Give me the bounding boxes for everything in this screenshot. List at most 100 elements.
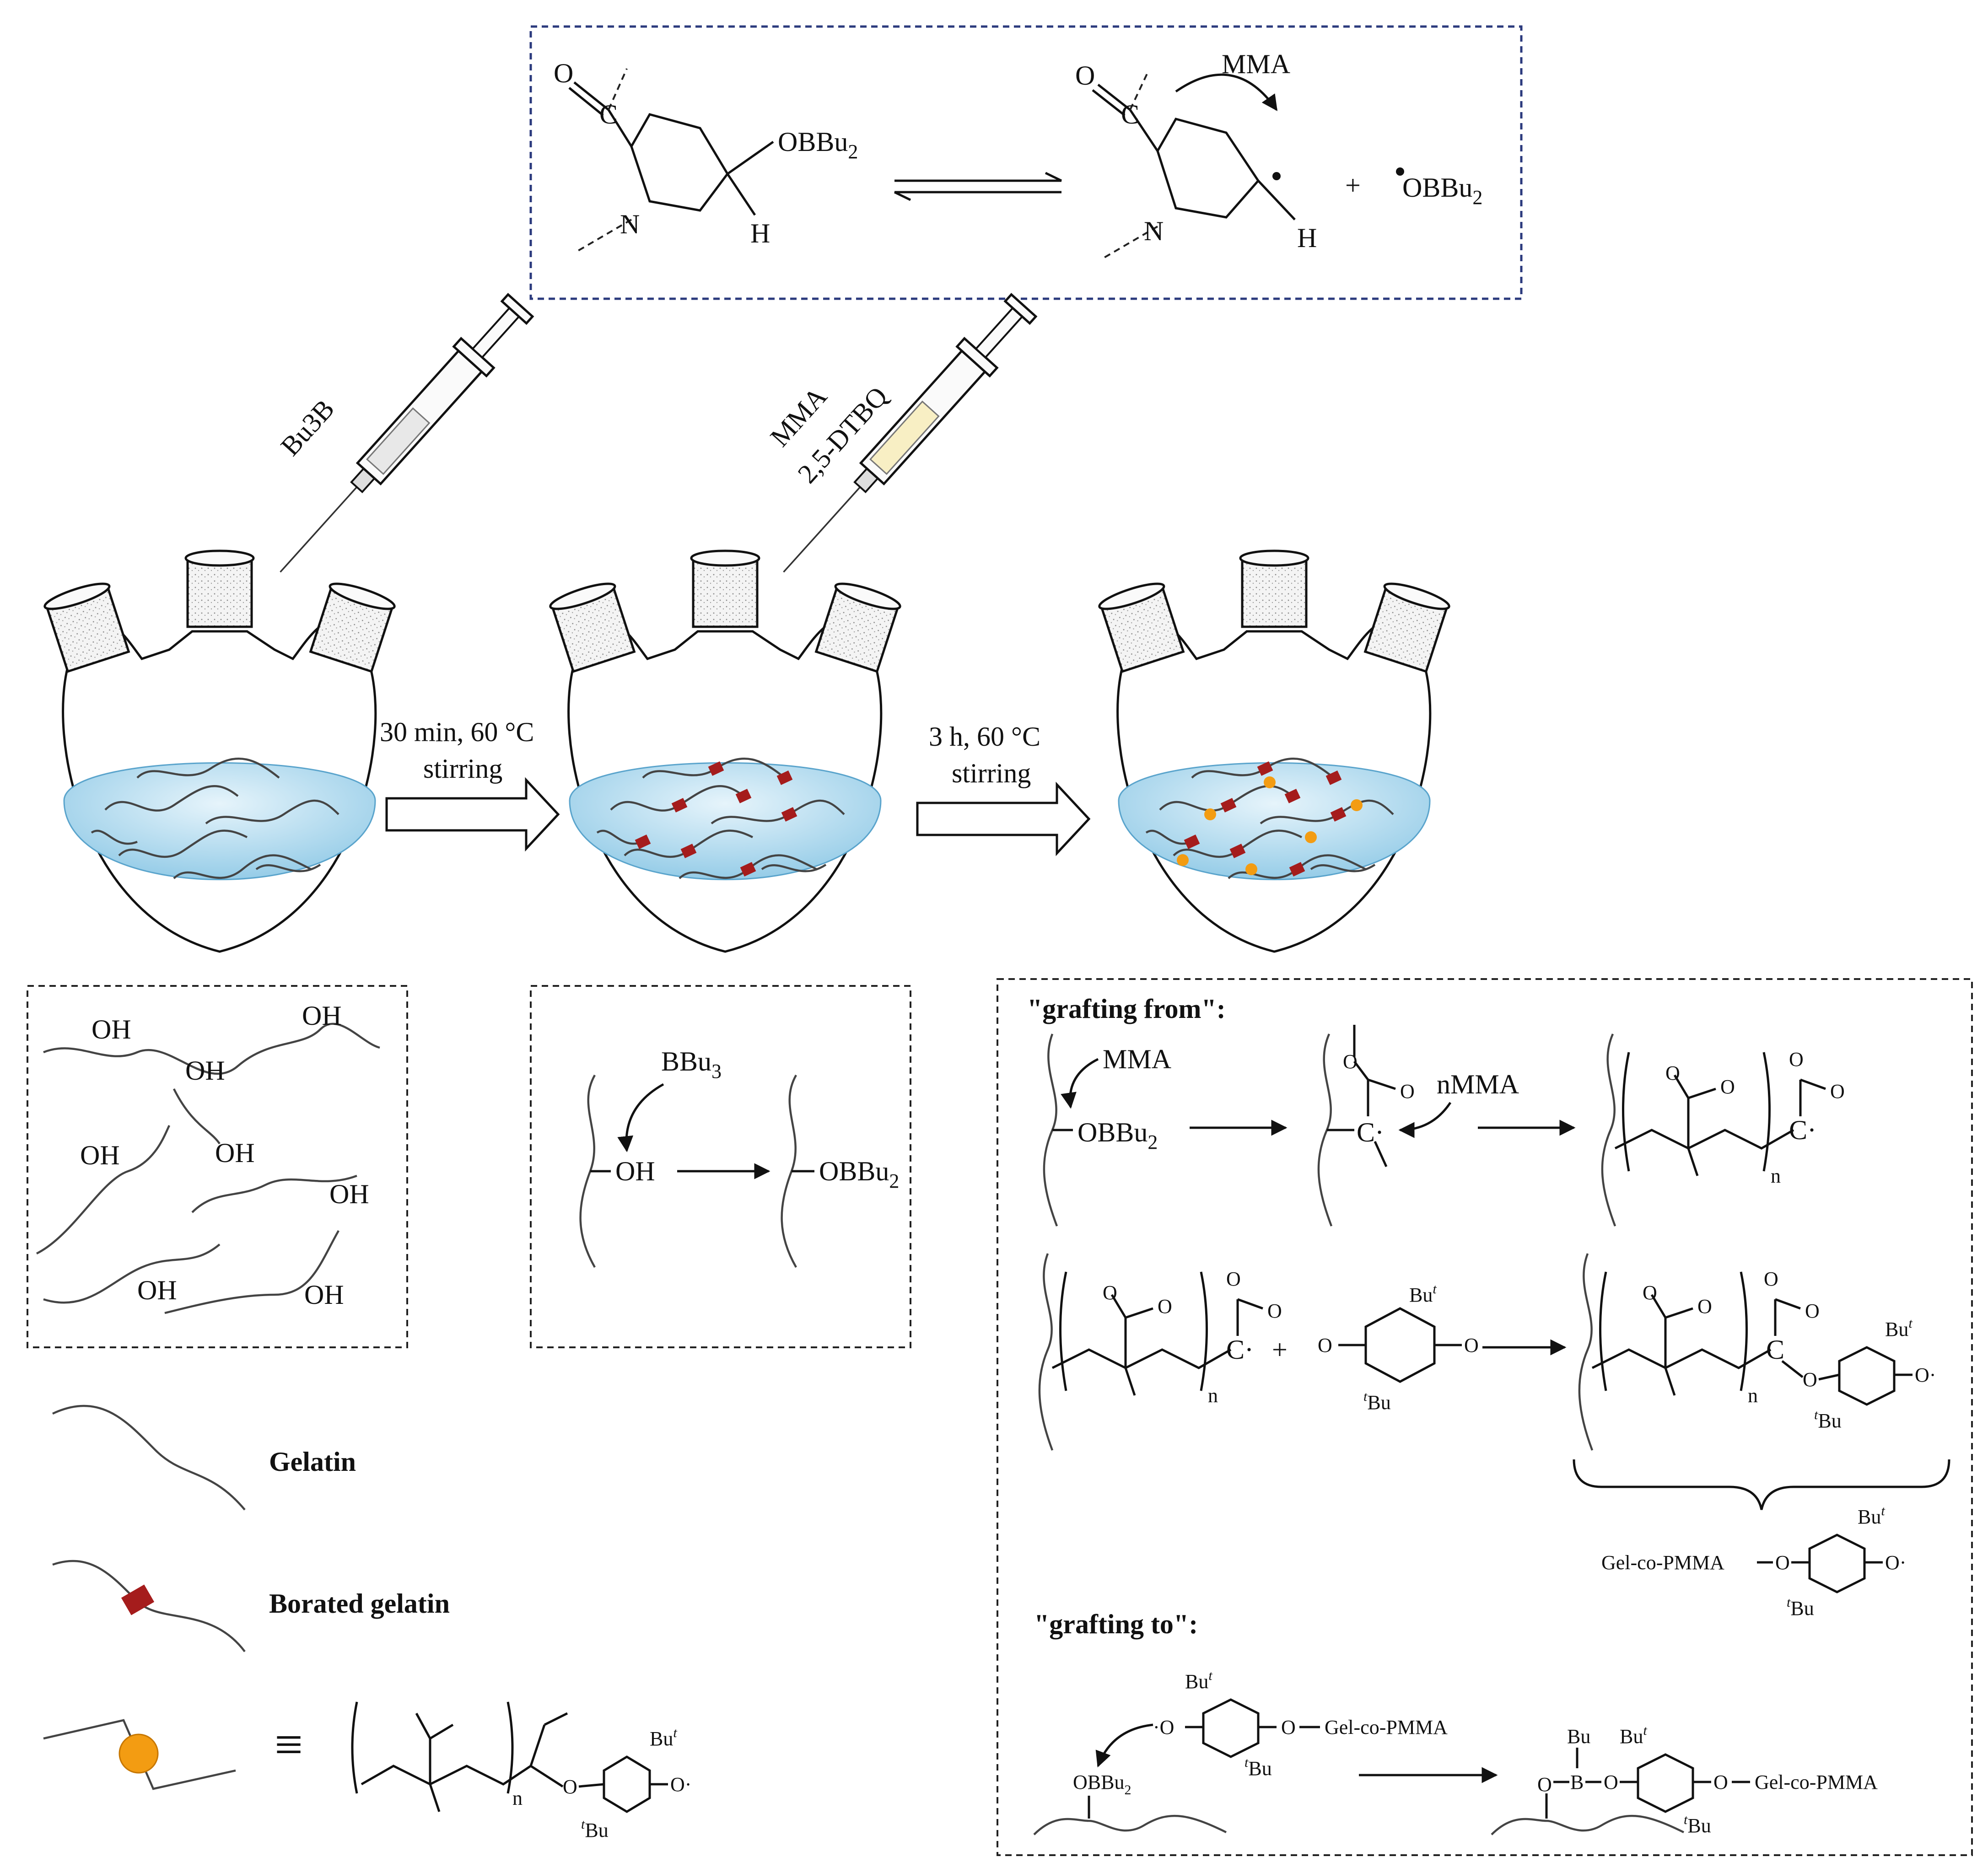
borate-marker [1229, 844, 1246, 858]
gelatin-chain [91, 829, 138, 845]
dtbq-ring [1364, 1307, 1436, 1383]
bond [544, 1712, 568, 1726]
bond [1664, 1367, 1676, 1396]
bond [1775, 1298, 1801, 1310]
plunger-cap [1003, 293, 1038, 325]
boration-box: OH BBu3 OBBu2 [530, 985, 911, 1348]
mechanism-frame [529, 25, 1523, 300]
bond [1818, 1373, 1840, 1381]
oh-label: OH [302, 1001, 342, 1031]
c-radical-label: C· [1357, 1117, 1384, 1147]
bond [1368, 1078, 1396, 1090]
step1-stirring: stirring [423, 754, 502, 784]
ground-joint [184, 549, 255, 628]
t-bu-label: tBu [1787, 1595, 1814, 1620]
borated-legend-line [52, 1560, 246, 1652]
bu3b-label: Bu3B [275, 393, 340, 461]
o-label: O [1464, 1334, 1479, 1356]
equivalence-sign: ≡ [275, 1717, 303, 1772]
syringe-bu3b [280, 293, 534, 573]
ground-joint [814, 582, 901, 673]
c-label: C [599, 99, 618, 129]
o-label: O [1803, 1368, 1817, 1391]
bond [530, 1765, 564, 1788]
attack-arrow [617, 1083, 664, 1152]
chain [164, 1230, 339, 1314]
gelatin-chain [1310, 864, 1376, 872]
gelatin-chain [104, 785, 239, 812]
plus-sign: + [1345, 170, 1361, 200]
boration-frame [530, 985, 911, 1348]
plus-sign: + [1272, 1335, 1288, 1365]
o-label: O [1158, 1295, 1172, 1318]
o-label: O [1789, 1048, 1804, 1071]
backbone [361, 1765, 532, 1786]
ground-joint [43, 582, 130, 673]
gel-co-pmma-label: Gel-co-PMMA [1755, 1771, 1878, 1793]
quinone-marker [1245, 863, 1257, 875]
quinone-ring [603, 1755, 651, 1813]
liquid [569, 762, 882, 880]
h-label: H [750, 218, 770, 248]
c-label: C [1766, 1335, 1784, 1365]
joint-rim [1383, 582, 1450, 610]
oh-label: OH [185, 1055, 225, 1086]
liquid [869, 400, 940, 475]
n-subscript: n [1748, 1384, 1758, 1407]
gelatin-box: OH OH OH OH OH OH OH OH [27, 985, 408, 1348]
h-label: H [1297, 223, 1317, 253]
bbu3-label: BBu3 [661, 1046, 722, 1082]
grafted-marker [119, 1733, 159, 1774]
bond [1097, 84, 1131, 111]
ground-joint [1098, 582, 1185, 673]
o-label: O [563, 1776, 577, 1798]
bond [727, 140, 774, 175]
bu-t-label: But [1185, 1668, 1212, 1693]
bond [568, 87, 604, 116]
bond [1781, 1360, 1804, 1378]
borate-marker [781, 807, 797, 822]
quinone-marker [1264, 776, 1276, 788]
borate-marker [776, 770, 793, 785]
oh-label: OH [304, 1280, 344, 1310]
b-label: B [1570, 1771, 1584, 1793]
left-pyrrolidine: O C N OBBu2 H [554, 58, 858, 253]
brace [1573, 1459, 1950, 1510]
bond [1665, 1307, 1693, 1319]
chain [43, 1023, 380, 1075]
bond [429, 1723, 454, 1740]
grafting-frame [997, 978, 1973, 1856]
gelatin-chain [173, 854, 312, 879]
o-label: O [1226, 1268, 1241, 1290]
gelatin-chain [136, 758, 280, 779]
o-label: O [1805, 1300, 1820, 1322]
bond [529, 1724, 546, 1766]
o-label: O [1267, 1300, 1282, 1322]
joint-body [186, 557, 253, 628]
oh-label: OH [615, 1156, 655, 1186]
bond [415, 1712, 431, 1739]
borate-marker [635, 834, 651, 849]
ground-joint [309, 582, 396, 673]
gelatin-frame [27, 985, 408, 1348]
needle [280, 486, 358, 573]
mma-label: MMA [1222, 49, 1290, 79]
block-arrow [916, 781, 1091, 856]
borate-marker [708, 761, 724, 776]
o-label: O [1697, 1295, 1712, 1318]
oh-label: OH [215, 1138, 255, 1168]
obbu2-label: OBBu2 [819, 1156, 899, 1192]
bracket [1599, 1271, 1607, 1391]
reverse-arrow-head [894, 191, 911, 201]
joint-rim [1239, 549, 1309, 567]
joint-rim [43, 582, 111, 610]
chain [1038, 1253, 1054, 1451]
borate-marker [1325, 770, 1342, 785]
step2-stirring: stirring [952, 758, 1031, 788]
n-label: N [1144, 216, 1164, 246]
bond [1125, 1307, 1153, 1319]
gelatin-chain [761, 864, 827, 872]
t-bu-label: tBu [581, 1817, 609, 1841]
o-label: O [1713, 1771, 1728, 1793]
bond [1237, 1298, 1263, 1310]
